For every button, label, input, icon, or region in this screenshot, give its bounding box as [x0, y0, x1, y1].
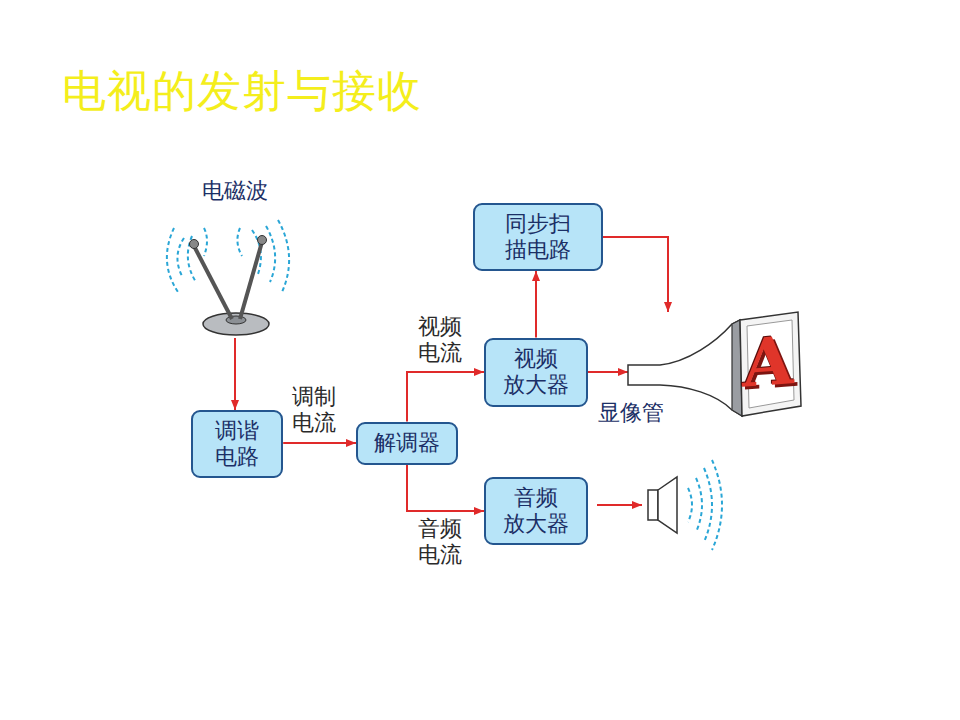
- signal-arrow: [407, 372, 484, 422]
- signal-arrow: [535, 271, 537, 338]
- process-box: 同步扫 描电路: [473, 203, 603, 271]
- node-label: 调谐 电路: [202, 418, 272, 471]
- process-box: 音频 放大器: [484, 477, 588, 545]
- node-label: 显像管: [598, 400, 664, 426]
- signal-arrow: [234, 338, 236, 410]
- process-box: 解调器: [356, 422, 458, 465]
- antenna-figure: 电磁波: [170, 178, 300, 338]
- page-title: 电视的发射与接收: [62, 62, 422, 121]
- node-label: 音频 放大器: [501, 485, 571, 538]
- signal-arrow: [603, 237, 668, 312]
- node-label: 同步扫 描电路: [503, 211, 573, 264]
- signal-label: 视频 电流: [405, 314, 475, 367]
- signal-arrow: [588, 371, 628, 373]
- signal-arrow: [407, 465, 484, 512]
- process-box: 调谐 电路: [191, 410, 283, 478]
- node-label: 视频 放大器: [501, 346, 571, 399]
- node-label: 解调器: [374, 430, 440, 456]
- signal-label: 调制 电流: [279, 384, 349, 437]
- process-box: 视频 放大器: [484, 338, 588, 407]
- screen-letter: A: [742, 327, 793, 397]
- signal-arrow: [283, 442, 356, 444]
- signal-label: 音频 电流: [405, 516, 475, 569]
- loudspeaker-symbol: [648, 460, 722, 550]
- node-label: 电磁波: [170, 178, 300, 204]
- audio-arrow: [597, 504, 642, 506]
